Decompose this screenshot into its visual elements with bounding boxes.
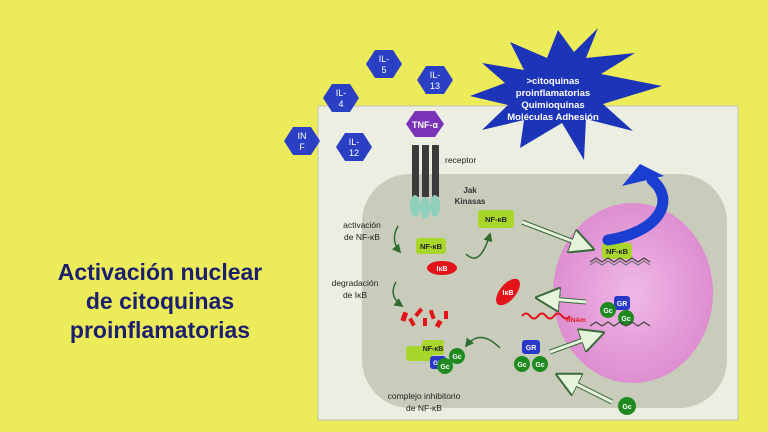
nfkb-label-2: NF-κB [485,215,508,224]
cytokine-il13: IL- 13 [417,66,453,94]
gc-label-2: Gc [621,316,630,323]
starburst-line-4: Moléculas Adhesión [507,112,599,123]
nfkb-nuclear: NF-κB [589,243,651,266]
secretion-arrow [602,164,669,246]
cytokine-il12-line1: IL- [349,137,360,147]
cytokine-inf: IN F [284,127,320,155]
cytokine-il13-line2: 13 [430,81,440,91]
gc-label-1: Gc [603,308,612,315]
label-rnam: RNAm [566,317,586,324]
nfkb-ikb-complex: NF-κB IκB [416,238,457,275]
mrna-wave [521,312,571,320]
cytokine-il13-line1: IL- [430,70,441,80]
tnf-alpha-label: TNF-α [412,120,438,130]
title-line-1: Activación nuclear [57,259,263,285]
receptor [410,145,440,219]
gc-label-3: Gc [440,364,449,371]
nfkb-label-4: NF-κB [423,346,444,353]
label-jak-line1: Jak [463,186,477,195]
nfkb-label-1: NF-κB [420,242,443,251]
label-degradacion-line1: degradación [332,278,379,288]
slide-title: Activación nuclear de citoquinas proinfl… [20,258,300,345]
gr-label-3: GR [526,345,537,352]
label-degradacion-line2: de IκB [343,290,367,300]
label-activacion-line2: de NF-κB [344,232,380,242]
cytokine-il12: IL- 12 [336,133,372,161]
cytokine-inf-line1: IN [298,131,307,141]
nfkb-free: NF-κB [478,210,514,228]
cytokine-il4-line1: IL- [336,88,347,98]
tnf-alpha: TNF-α [406,111,444,137]
starburst-line-2: proinflamatorias [516,88,590,99]
ikb-free: IκB [496,278,520,306]
title-line-3: proinflamatorias [69,317,251,343]
starburst-line-3: Quimioquinas [521,100,584,111]
gr-gc-complex: GR Gc Gc [514,340,548,372]
cytokine-il5-line2: 5 [381,65,386,75]
cytokine-il5: IL- 5 [366,50,402,78]
label-activacion-line1: activación [343,220,381,230]
ikb-label-2: IκB [503,290,514,297]
gc-label-6: Gc [535,362,544,369]
cytokine-il4-line2: 4 [338,99,343,109]
gr-gc-nuclear: GR Gc Gc [589,296,651,327]
arrows [391,219,614,405]
gc-label-4: Gc [452,354,461,361]
label-jak-line2: Kinasas [455,197,486,206]
gc-label-7: Gc [622,404,631,411]
title-line-2: de citoquinas [85,288,235,314]
cytokine-inf-line2: F [299,142,305,152]
gc-extracellular: Gc [618,397,636,415]
cytokine-il5-line1: IL- [379,54,390,64]
label-complejo-line1: complejo inhibitorio [388,391,461,401]
cytokine-il4: IL- 4 [323,84,359,112]
starburst-line-1: >citoquinas [526,76,579,87]
label-receptor: receptor [445,155,476,165]
ikb-fragments [400,307,448,329]
cytokine-il12-line2: 12 [349,148,359,158]
gr-label-1: GR [617,301,628,308]
ikb-label-1: IκB [437,266,448,273]
label-complejo-line2: de NF-κB [406,403,442,413]
nfkb-label-3: NF-κB [606,247,629,256]
gc-label-5: Gc [517,362,526,369]
inhibitory-complex: NF-κB GR Gc Gc [406,340,465,374]
starburst-output: >citoquinas proinflamatorias Quimioquina… [470,28,662,160]
